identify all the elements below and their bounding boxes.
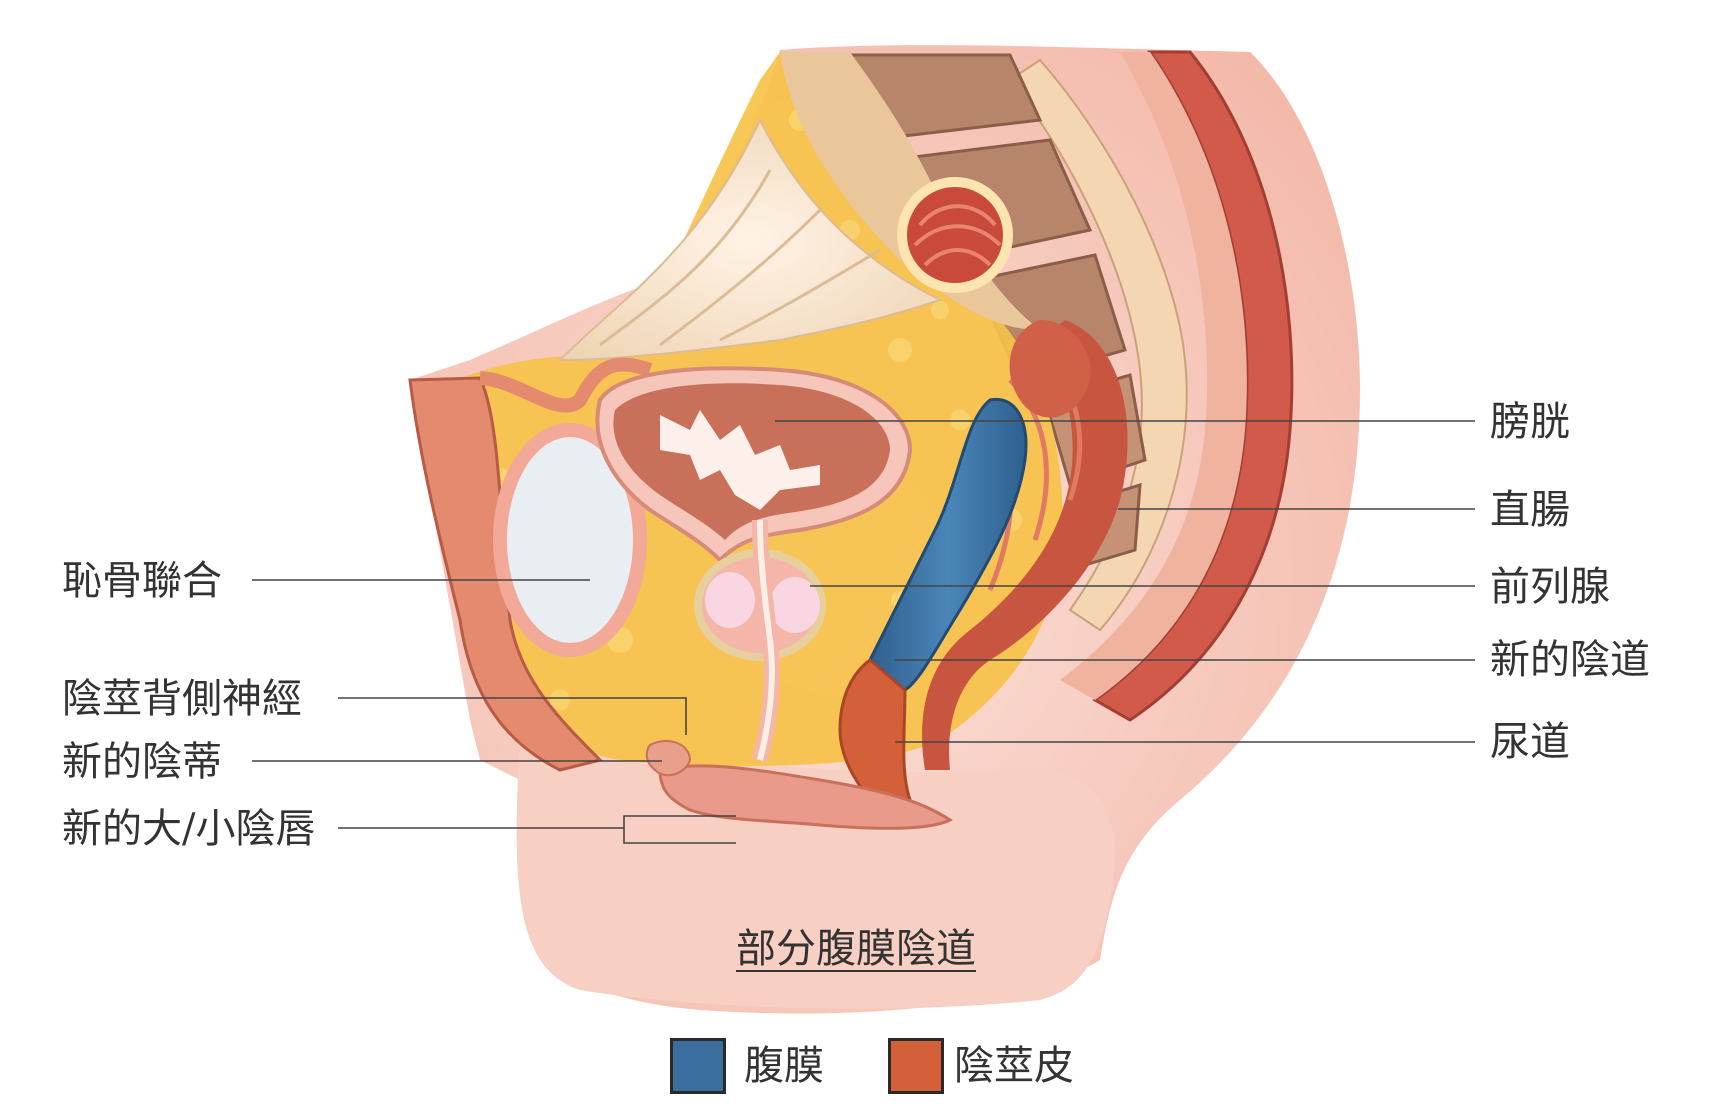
label-neoclitoris: 新的陰蒂 [62, 739, 222, 785]
pubic-symphysis-bone [493, 423, 647, 657]
legend-label-peritoneum: 腹膜 [744, 1043, 824, 1089]
label-pubic-symphysis: 恥骨聯合 [62, 558, 222, 604]
label-neovagina: 新的陰道 [1490, 637, 1650, 683]
legend-label-penile-skin: 陰莖皮 [954, 1043, 1074, 1089]
label-urethra: 尿道 [1490, 719, 1570, 765]
label-rectum: 直腸 [1490, 487, 1570, 533]
diagram-caption: 部分腹膜陰道 [736, 926, 976, 972]
bladder-organ [595, 366, 913, 563]
colon-section [897, 177, 1013, 293]
back-inner-band [1060, 52, 1247, 700]
label-neolabia: 新的大/小陰唇 [62, 806, 316, 852]
legend-swatch-peritoneum [670, 1038, 726, 1094]
label-prostate: 前列腺 [1490, 564, 1610, 610]
leader-lines [252, 420, 1475, 844]
label-dorsal-penile-nerve: 陰莖背側神經 [62, 676, 302, 722]
rectum-organ [922, 320, 1128, 770]
neoclitoris-tissue [645, 740, 692, 777]
neolabia-tissue [658, 764, 953, 830]
intestine-folds [557, 117, 943, 362]
sacrum [1008, 58, 1188, 632]
legend-swatch-penile-skin [888, 1038, 944, 1094]
perineum-skin [516, 740, 1116, 1009]
label-bladder: 膀胱 [1490, 399, 1570, 445]
neovagina-peritoneum [868, 397, 1028, 692]
neovagina-penile-skin [838, 658, 912, 812]
